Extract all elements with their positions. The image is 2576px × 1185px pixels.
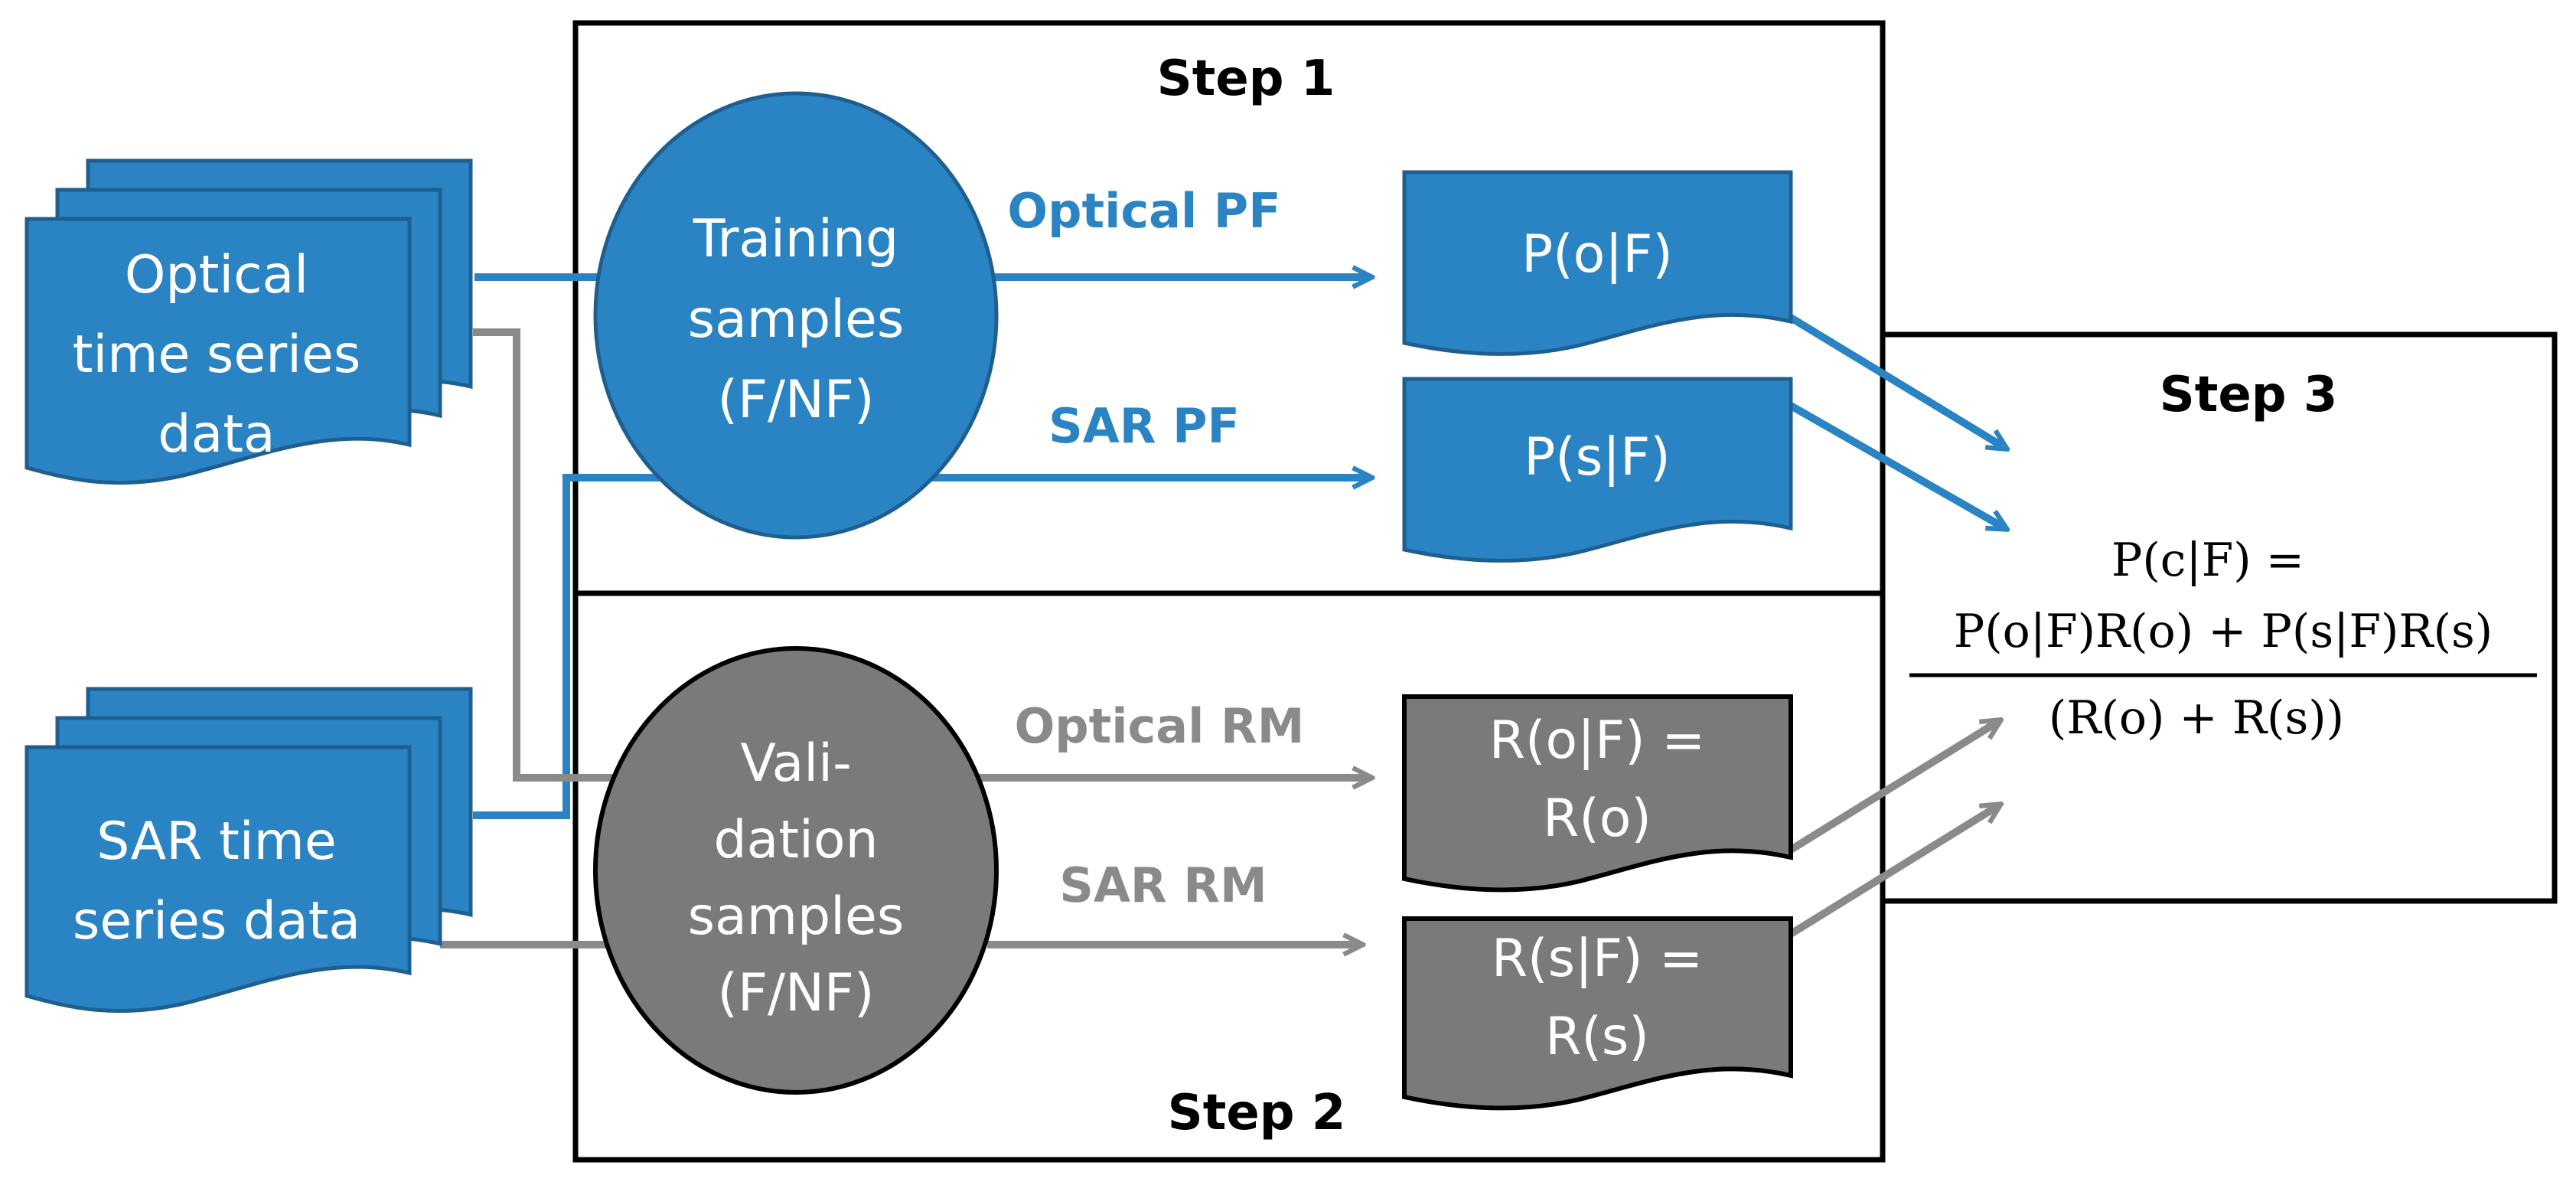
sar-data-label-line2: series data	[73, 891, 360, 952]
validation-samples-ellipse	[593, 646, 999, 1095]
r-o-document	[1402, 694, 1793, 893]
equation-denominator: (R(o) + R(s))	[2049, 691, 2344, 745]
sar-rm-label: SAR RM	[1059, 857, 1267, 913]
r-o-to-step3-arrow	[1789, 721, 1999, 854]
step1-title: Step 1	[1157, 51, 1335, 107]
r-s-label-line1: R(s|F) =	[1492, 929, 1703, 989]
p-s-f-label: P(s|F)	[1524, 427, 1671, 488]
step3-box	[1880, 331, 2558, 904]
validation-label-line2: dation	[713, 810, 878, 870]
training-label-line3: (F/NF)	[717, 370, 874, 430]
r-s-label-line2: R(s)	[1545, 1007, 1649, 1067]
equation-lhs: P(c|F) =	[2111, 534, 2304, 587]
training-label-line2: samples	[688, 289, 905, 350]
r-o-label-line2: R(o)	[1543, 788, 1652, 849]
sar-to-training-line	[473, 474, 666, 819]
step2-title: Step 2	[1168, 1085, 1346, 1141]
optical-data-label-line2: time series	[73, 325, 361, 385]
p-o-f-to-step3-arrow	[1789, 314, 2005, 448]
p-s-f-to-step3-arrow	[1789, 402, 2005, 528]
r-s-to-step3-arrow	[1789, 805, 1999, 938]
r-s-document	[1402, 916, 1793, 1111]
validation-label-line3: samples	[688, 886, 905, 947]
optical-pf-label: Optical PF	[1007, 183, 1280, 239]
optical-data-label-line1: Optical	[125, 245, 308, 305]
sar-data-stack: SAR time series data	[24, 687, 473, 1014]
p-s-f-document	[1402, 377, 1793, 563]
r-o-label-line1: R(o|F) =	[1489, 710, 1706, 771]
sar-pf-label: SAR PF	[1048, 398, 1240, 454]
p-o-f-document	[1402, 170, 1793, 356]
fusion-equation: P(c|F) = P(o|F)R(o) + P(s|F)R(s) (R(o) +…	[1909, 534, 2537, 745]
training-label-line1: Training	[693, 209, 898, 269]
optical-rm-label: Optical RM	[1015, 698, 1305, 754]
optical-data-stack: Optical time series data	[24, 158, 473, 485]
equation-numerator: P(o|F)R(o) + P(s|F)R(s)	[1954, 605, 2493, 658]
training-samples-ellipse	[593, 91, 999, 540]
validation-label-line1: Vali-	[740, 733, 851, 794]
optical-data-label-line3: data	[158, 404, 275, 465]
sar-data-label-line1: SAR time	[96, 811, 336, 872]
validation-label-line4: (F/NF)	[717, 963, 874, 1023]
p-o-f-label: P(o|F)	[1521, 224, 1673, 285]
optical-to-validation-line	[473, 328, 635, 782]
step3-title: Step 3	[2160, 367, 2338, 423]
